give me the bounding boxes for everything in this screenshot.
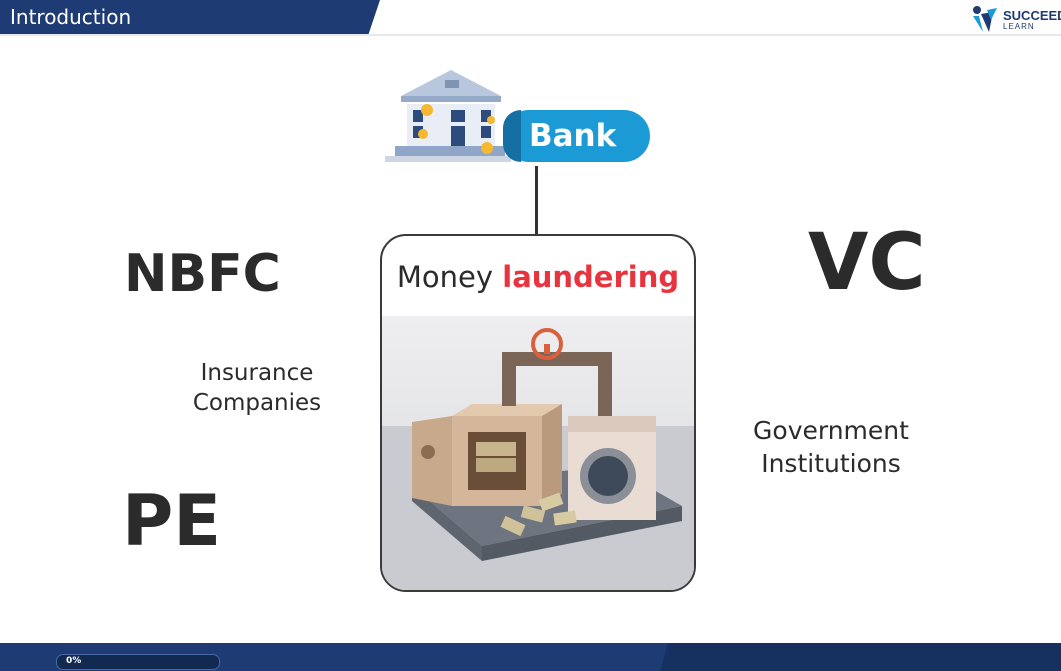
- money-laundering-card: Money laundering: [380, 234, 696, 592]
- logo-name: SUCCEED: [1003, 8, 1061, 23]
- succeed-learn-logo: SUCCEED LEARN: [969, 4, 1061, 34]
- header-band: [0, 0, 380, 34]
- progress-text: 0%: [66, 656, 82, 666]
- card-title: Money laundering: [382, 260, 694, 294]
- header-divider: [0, 34, 1061, 36]
- insurance-line1: Insurance: [200, 360, 314, 386]
- bank-building-icon: [385, 70, 511, 162]
- insurance-line2: Companies: [192, 390, 322, 416]
- bank-label-pill: [503, 110, 650, 162]
- card-title-prefix: Money: [396, 260, 494, 294]
- bank-pill-shade: [503, 110, 521, 162]
- progress-bar[interactable]: 0%: [56, 654, 220, 670]
- bank-node: Bank: [383, 66, 653, 166]
- card-title-keyword: laundering: [502, 260, 680, 294]
- footer-right-band: [660, 643, 1061, 671]
- slide-title: Introduction: [10, 5, 132, 29]
- bank-label: Bank: [529, 118, 617, 154]
- nbfc-label: NBFC: [124, 244, 281, 304]
- money-laundering-illustration: [382, 316, 694, 590]
- government-institutions-label: Government Institutions: [740, 414, 922, 480]
- government-line2: Institutions: [761, 449, 901, 478]
- insurance-companies-label: Insurance Companies: [188, 358, 326, 418]
- government-line1: Government: [753, 416, 909, 445]
- logo-sub: LEARN: [1003, 22, 1035, 31]
- logo-mark-icon: [973, 6, 997, 32]
- bank-connector-line: [535, 166, 538, 236]
- pe-label: PE: [122, 480, 222, 562]
- vc-label: VC: [808, 218, 926, 308]
